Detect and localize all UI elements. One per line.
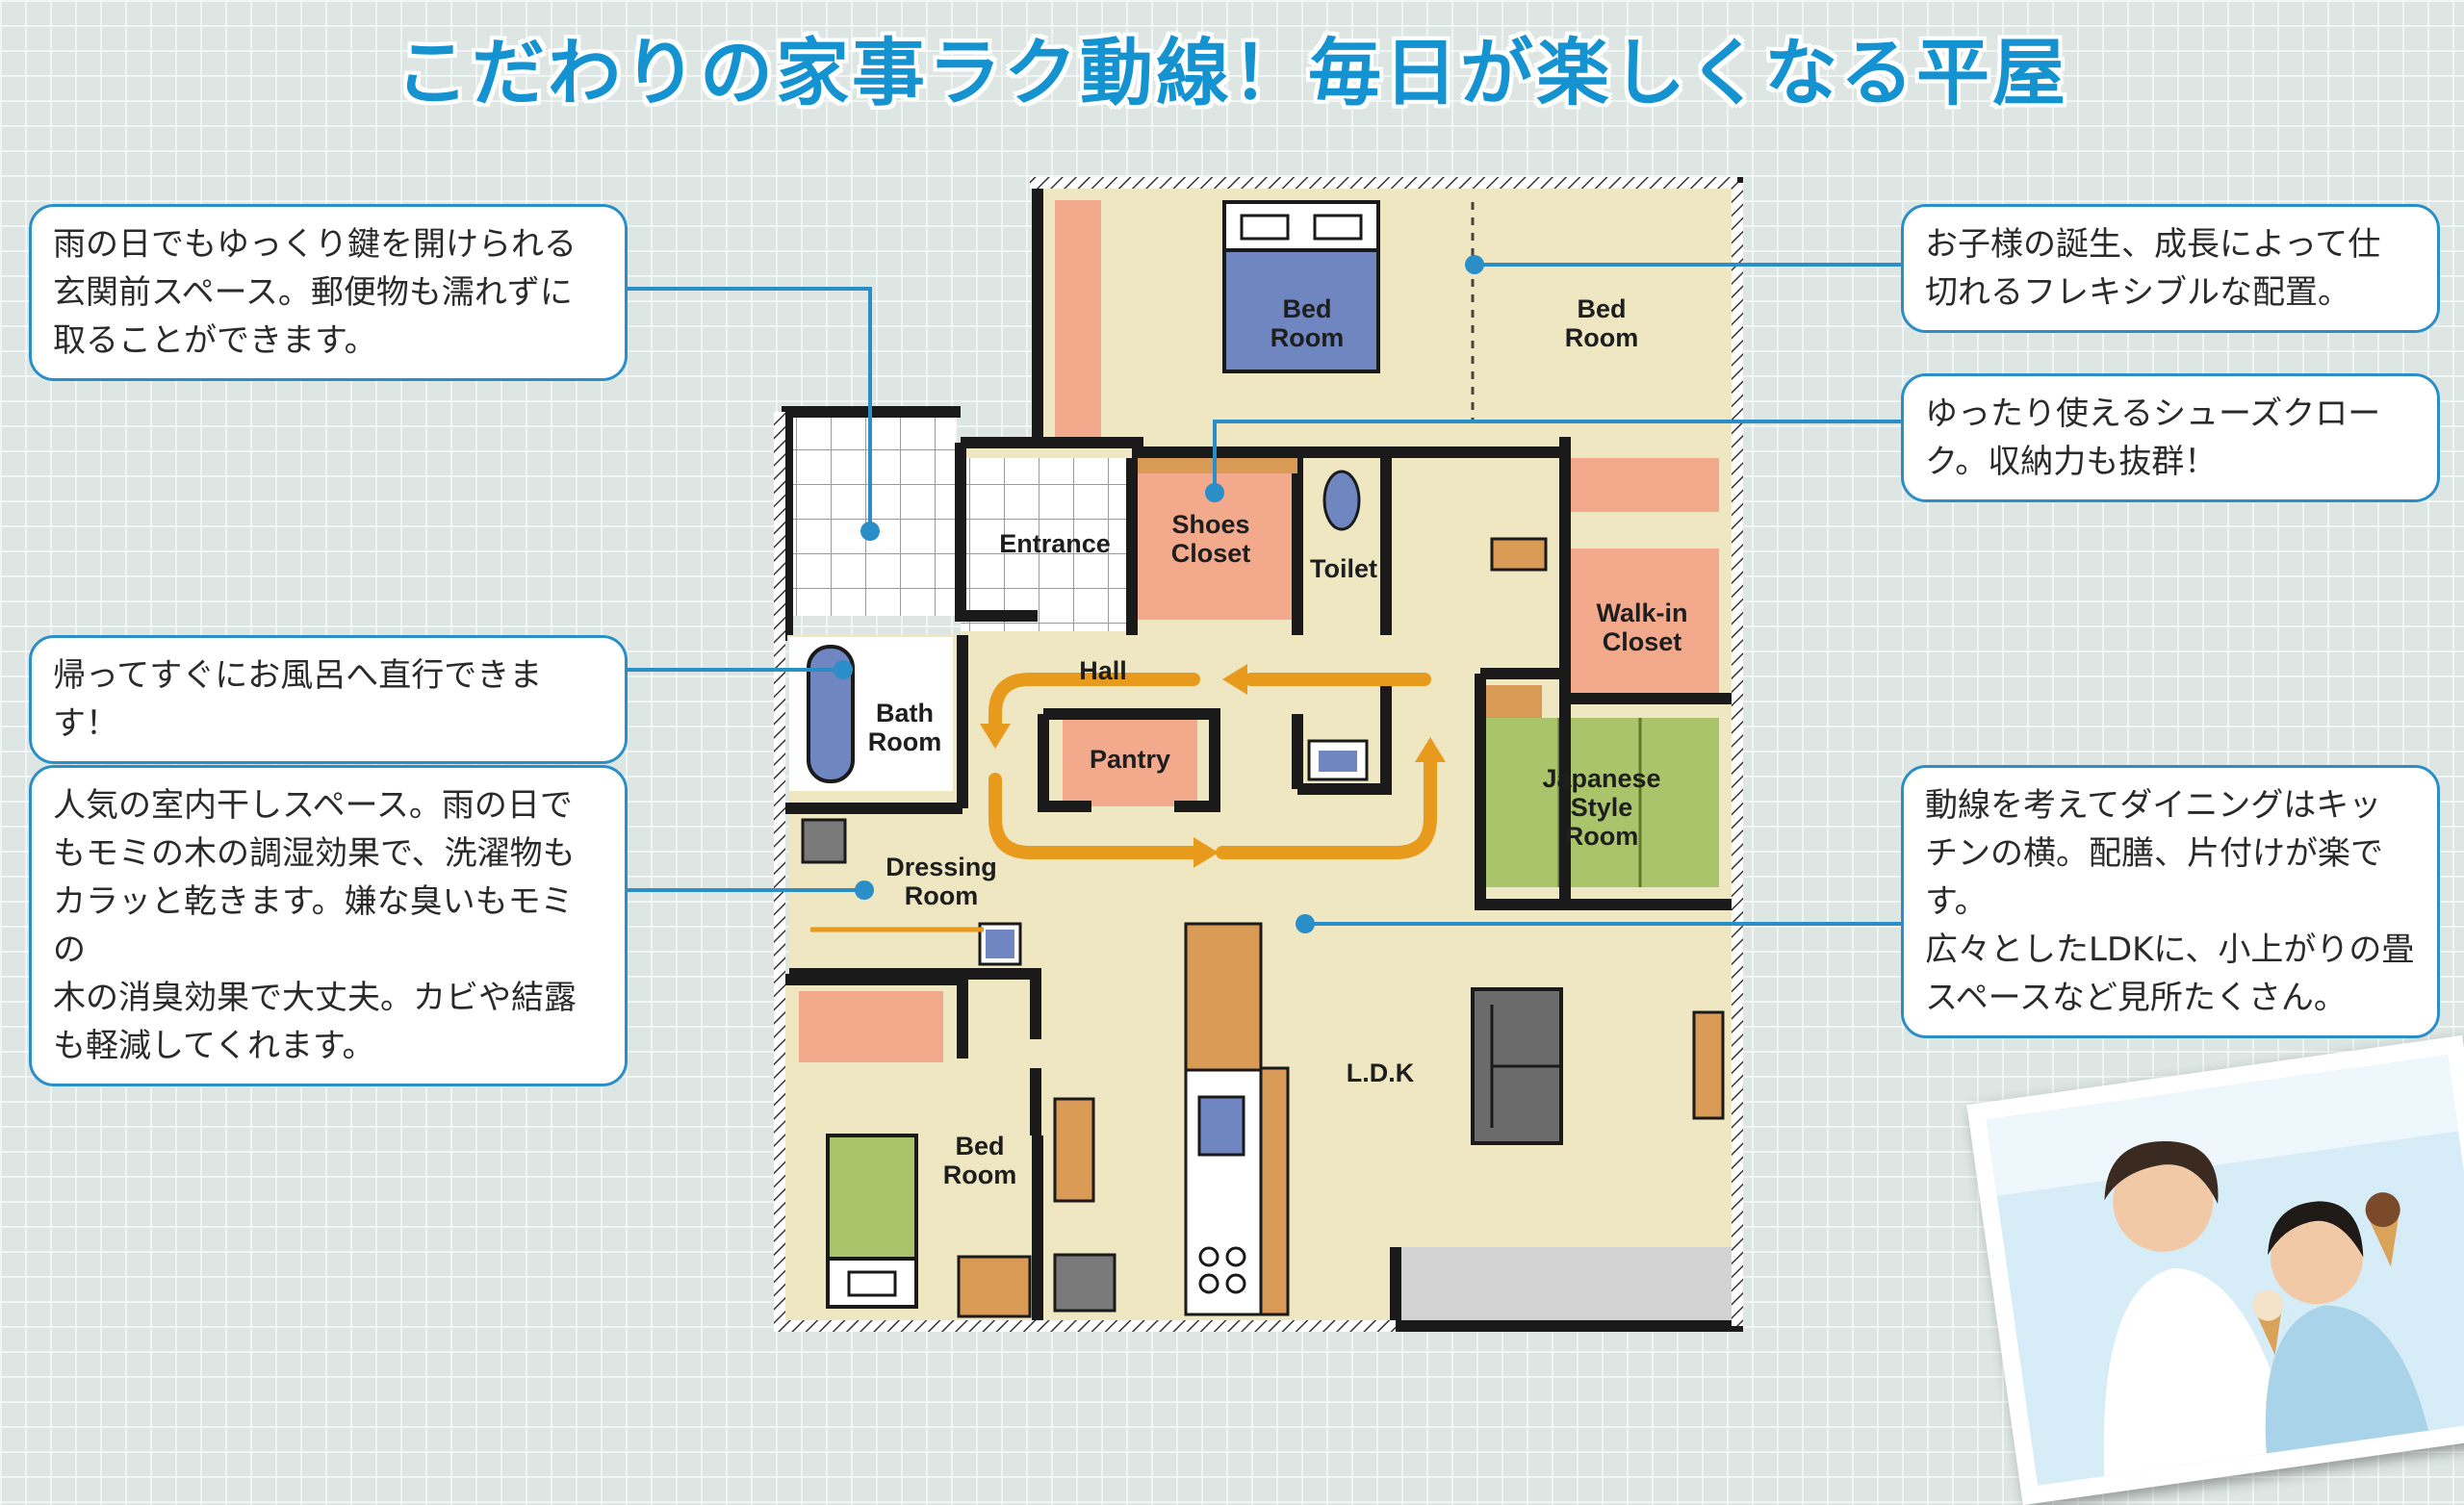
room-label-pantry: Pantry xyxy=(1090,745,1170,774)
family-photo-illustration xyxy=(1986,1055,2464,1486)
leader-lines xyxy=(628,263,1901,926)
callout-text-line: チンの横。配膳、片付けが楽です。 xyxy=(1925,834,2383,921)
furniture xyxy=(801,200,1725,1318)
callout-text-line: お子様の誕生、成長によって仕 xyxy=(1925,225,2381,264)
callout-text-line: 玄関前スペース。郵便物も濡れずに xyxy=(53,273,573,312)
leader-dots xyxy=(834,255,1484,933)
flow-arrow-left xyxy=(988,673,1200,730)
callout-text-line: 広々としたLDKに、小上がりの畳 xyxy=(1925,931,2415,969)
room-label-toilet: Toilet xyxy=(1310,554,1377,583)
callout-text-line: 帰ってすぐにお風呂へ直行できます！ xyxy=(53,656,543,743)
family-photo-image xyxy=(1986,1055,2464,1486)
callout-text-line: スペースなど見所たくさん。 xyxy=(1925,979,2347,1017)
flow-arrows xyxy=(980,664,1446,868)
callout-entrance-porch: 雨の日でもゆっくり鍵を開けられる 玄関前スペース。郵便物も濡れずに 取ることがで… xyxy=(29,204,628,381)
flow-arrow-bottom xyxy=(988,773,1200,859)
callout-text-line: 取ることができます。 xyxy=(53,321,377,360)
flow-arrow-right xyxy=(1216,753,1437,859)
callout-ldk: 動線を考えてダイニングはキッ チンの横。配膳、片付けが楽です。 広々としたLDK… xyxy=(1901,765,2440,1038)
room-label-ldk: L.D.K xyxy=(1347,1059,1415,1087)
callout-bedroom-flex: お子様の誕生、成長によって仕 切れるフレキシブルな配置。 xyxy=(1901,204,2440,333)
family-photo xyxy=(1966,1034,2464,1505)
callout-text-line: 動線を考えてダイニングはキッ xyxy=(1925,786,2382,825)
callout-text-line: ゆったり使えるシューズクロー xyxy=(1925,395,2381,433)
floor-areas xyxy=(780,183,1737,1326)
toilet-icon xyxy=(1322,470,1361,531)
callout-bath: 帰ってすぐにお風呂へ直行できます！ xyxy=(29,635,628,764)
callout-shoes-closet: ゆったり使えるシューズクロー ク。収納力も抜群！ xyxy=(1901,373,2440,502)
callout-text-line: 切れるフレキシブルな配置。 xyxy=(1925,273,2350,312)
bed-icon xyxy=(826,1134,918,1261)
callout-dressing: 人気の室内干しスペース。雨の日で もモミの木の調湿効果で、洗濯物も カラッと乾き… xyxy=(29,765,628,1086)
callout-text-line: ク。収納力も抜群！ xyxy=(1925,443,2218,481)
page-title: こだわりの家事ラク動線！毎日が楽しくなる平屋 xyxy=(396,30,2068,115)
room-label-entrance: Entrance xyxy=(999,529,1111,558)
callout-text-line: 人気の室内干しスペース。雨の日で xyxy=(53,786,573,825)
wall-hatch xyxy=(774,177,1743,1332)
callout-text-line: 木の消臭効果で大丈夫。カビや結露 xyxy=(53,979,577,1017)
room-label-hall: Hall xyxy=(1079,656,1127,685)
callout-text-line: カラッと乾きます。嫌な臭いもモミの xyxy=(53,882,574,969)
bathtub-icon xyxy=(807,645,855,783)
callout-text-line: 雨の日でもゆっくり鍵を開けられる xyxy=(53,225,577,264)
callout-text-line: も軽減してくれます。 xyxy=(53,1027,375,1065)
callout-text-line: もモミの木の調湿効果で、洗濯物も xyxy=(53,834,576,873)
